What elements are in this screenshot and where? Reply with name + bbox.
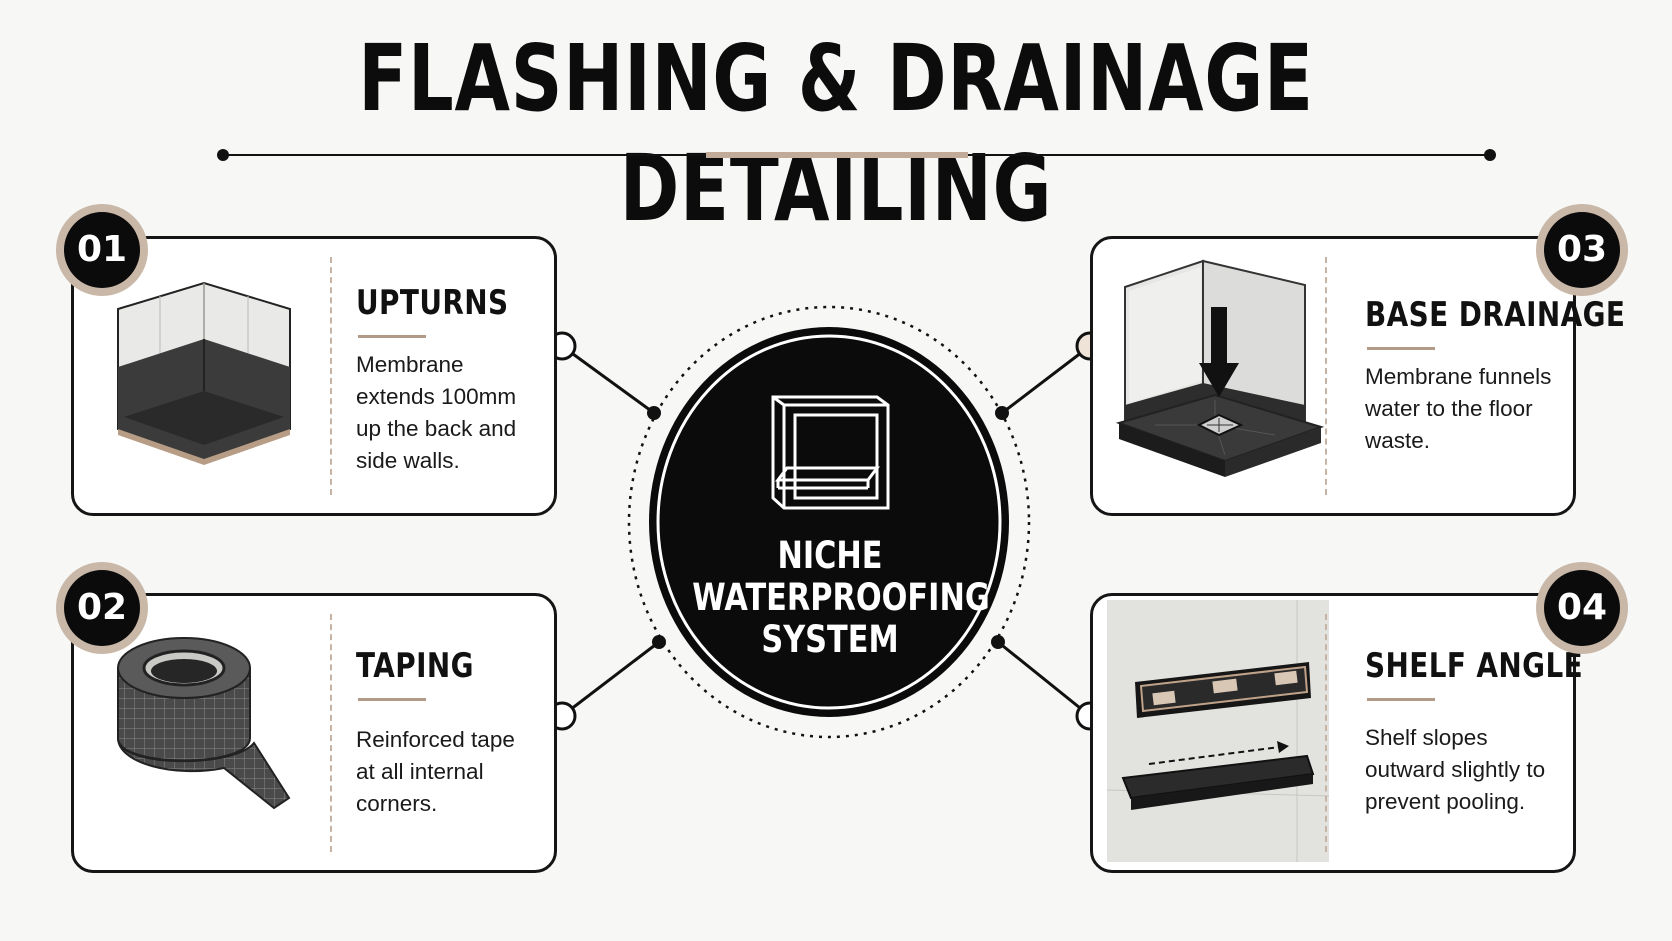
card-divider xyxy=(1325,614,1327,852)
center-label: NICHE WATERPROOFING SYSTEM xyxy=(692,534,990,661)
spirit-level-shelf-icon xyxy=(1107,600,1329,862)
title-divider xyxy=(217,149,1496,161)
title-underline xyxy=(358,698,426,701)
step-number: 01 xyxy=(64,212,140,288)
center-disc xyxy=(627,305,1031,739)
step-badge-01: 01 xyxy=(56,204,148,296)
card-description: Shelf slopes outward slightly to prevent… xyxy=(1365,725,1546,814)
center-line-1: NICHE xyxy=(777,534,883,577)
card-divider xyxy=(1325,257,1327,495)
title-underline xyxy=(1367,347,1435,350)
step-badge-03: 03 xyxy=(1536,204,1628,296)
card-description: Membrane funnels water to the floor wast… xyxy=(1365,364,1552,453)
card-divider xyxy=(330,614,332,852)
title-underline xyxy=(1367,698,1435,701)
center-line-3: SYSTEM xyxy=(761,618,899,661)
card-divider xyxy=(330,257,332,495)
title-underline xyxy=(358,335,426,338)
step-number: 02 xyxy=(64,570,140,646)
card-title: BASE DRAINAGE xyxy=(1365,295,1626,335)
card-upturns: UPTURNS Membrane extends 100mm up the ba… xyxy=(71,236,557,516)
card-title: SHELF ANGLE xyxy=(1365,646,1584,686)
step-badge-02: 02 xyxy=(56,562,148,654)
card-taping: TAPING Reinforced tape at all internal c… xyxy=(71,593,557,873)
card-shelf-angle: SHELF ANGLE Shelf slopes outward slightl… xyxy=(1090,593,1583,873)
floor-drain-icon xyxy=(1115,259,1325,477)
tape-roll-icon xyxy=(117,637,291,810)
card-description: Reinforced tape at all internal corners. xyxy=(356,727,515,816)
card-title: UPTURNS xyxy=(356,283,509,323)
card-base-drainage: BASE DRAINAGE Membrane funnels water to … xyxy=(1090,236,1625,516)
step-number: 03 xyxy=(1544,212,1620,288)
connector-lines xyxy=(561,344,1091,718)
corner-upturn-icon xyxy=(117,281,291,465)
spirit-level-icon xyxy=(1135,662,1311,718)
page-title: FLASHING & DRAINAGE DETAILING xyxy=(358,25,1314,242)
center-line-2: WATERPROOFING xyxy=(692,576,990,619)
niche-box-icon xyxy=(771,395,890,510)
card-description: Membrane extends 100mm up the back and s… xyxy=(356,352,517,473)
step-number: 04 xyxy=(1544,570,1620,646)
step-badge-04: 04 xyxy=(1536,562,1628,654)
card-title: TAPING xyxy=(356,646,474,686)
